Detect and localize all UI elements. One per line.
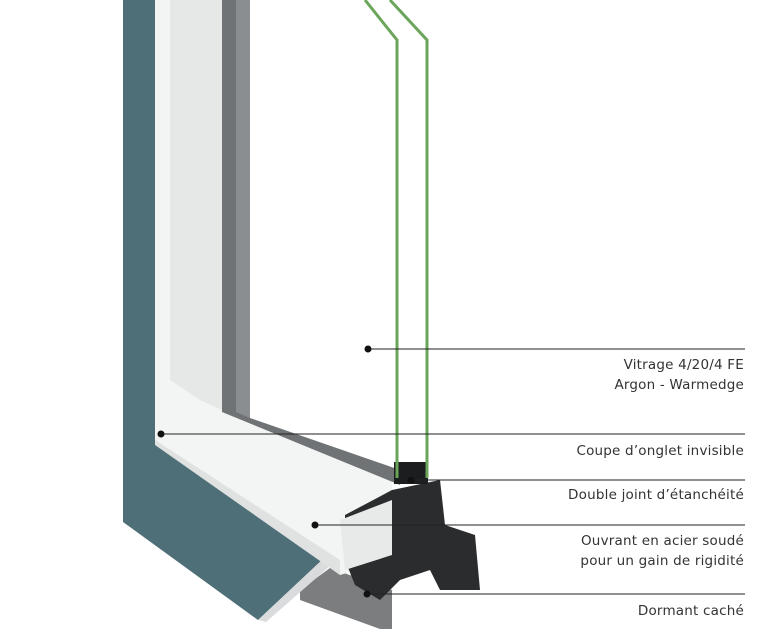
callout-double-seal-line1: Double joint d’étanchéité <box>568 487 744 503</box>
glass-spacer <box>394 462 428 484</box>
callout-hidden-frame-line1: Dormant caché <box>637 603 744 619</box>
wall-reveal <box>123 0 322 620</box>
callout-mitre-cut: Coupe d’onglet invisible <box>576 441 744 461</box>
callout-hidden-frame: Dormant caché <box>638 601 744 621</box>
aluminium-inner <box>236 0 250 418</box>
glass-pane-inner <box>388 0 429 478</box>
leader-lines <box>161 348 745 595</box>
callout-steel-sash-line1: Ouvrant en acier soudé <box>580 533 744 549</box>
callout-glazing-line1: Vitrage 4/20/4 FE <box>623 357 744 373</box>
callout-steel-sash: Ouvrant en acier soudé pour un gain de r… <box>580 531 744 571</box>
leader-dots <box>157 345 415 598</box>
callout-glazing-line2: Argon - Warmedge <box>614 377 744 393</box>
callout-steel-sash-line2: pour un gain de rigidité <box>580 553 744 569</box>
sill-edge <box>258 560 330 622</box>
white-frame-shade <box>170 0 222 410</box>
callout-mitre-cut-line1: Coupe d’onglet invisible <box>576 443 744 459</box>
callout-glazing: Vitrage 4/20/4 FE Argon - Warmedge <box>614 355 744 395</box>
sill-front <box>155 440 340 575</box>
callout-double-seal: Double joint d’étanchéité <box>568 485 744 505</box>
glass-pane-outer <box>363 0 399 478</box>
profile-highlight <box>340 500 392 570</box>
